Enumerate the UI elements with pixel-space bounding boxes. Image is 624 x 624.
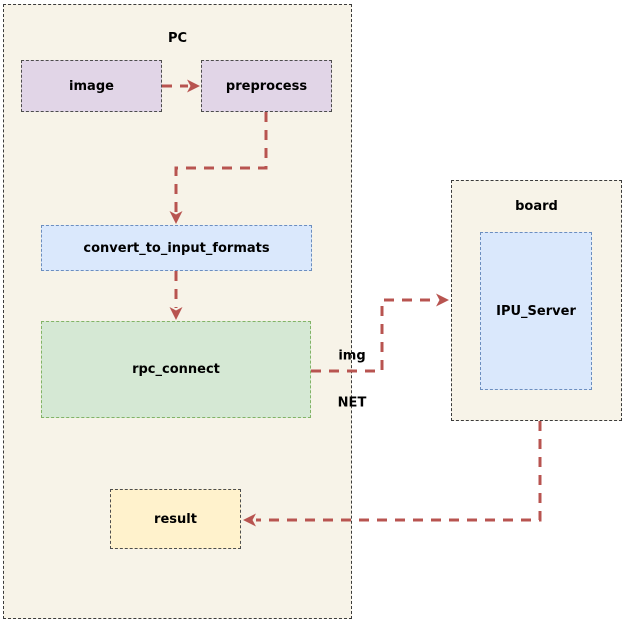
node-ipu-server[interactable]: IPU_Server bbox=[480, 232, 592, 390]
node-preprocess[interactable]: preprocess bbox=[201, 60, 332, 112]
container-pc-title: PC bbox=[167, 31, 188, 46]
edge-label-img: img bbox=[338, 348, 366, 364]
node-result[interactable]: result bbox=[110, 489, 241, 549]
node-convert-to-input-formats[interactable]: convert_to_input_formats bbox=[41, 225, 312, 271]
container-board-title: board bbox=[515, 199, 558, 214]
node-preprocess-label: preprocess bbox=[225, 78, 308, 94]
node-image-label: image bbox=[69, 78, 114, 94]
node-image[interactable]: image bbox=[21, 60, 162, 112]
node-result-label: result bbox=[154, 511, 197, 527]
node-ipu-label: IPU_Server bbox=[496, 303, 576, 319]
node-convert-label: convert_to_input_formats bbox=[83, 240, 270, 256]
node-rpc-label: rpc_connect bbox=[132, 362, 220, 377]
edge-label-net: NET bbox=[337, 395, 367, 411]
node-rpc-connect[interactable]: rpc_connect bbox=[41, 321, 311, 418]
